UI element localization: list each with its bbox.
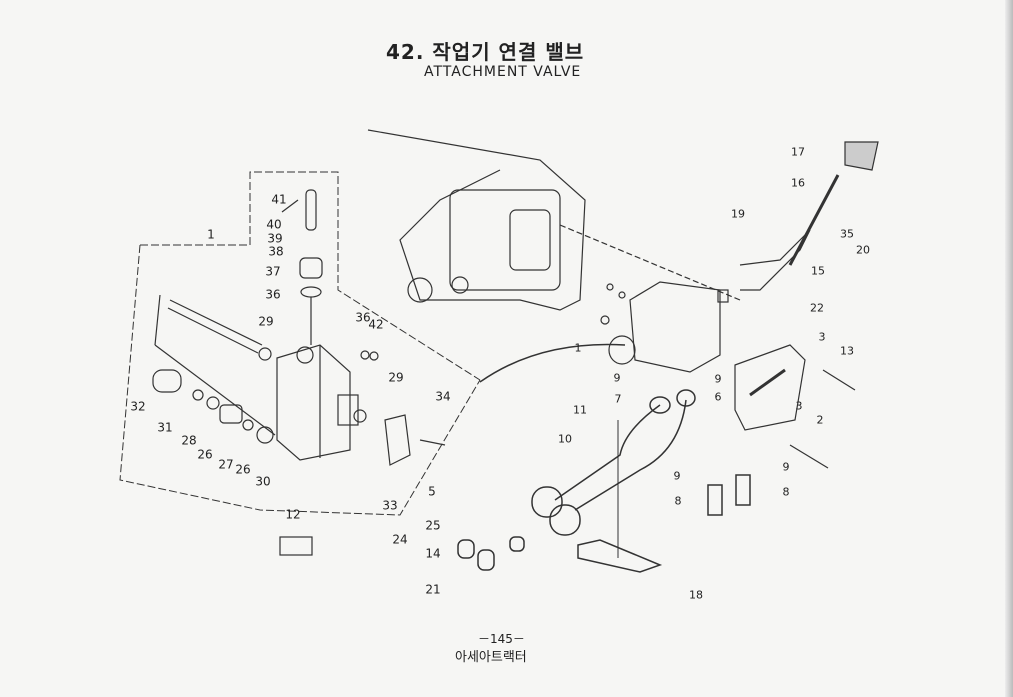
callout-label: 5 <box>428 484 436 499</box>
valve-group-outline <box>119 171 481 516</box>
callout-label: 9 <box>613 371 621 385</box>
spool-parts <box>152 294 446 466</box>
callout-label: 39 <box>267 231 283 246</box>
callout-label: 9 <box>782 460 790 474</box>
callout-label: 25 <box>425 518 441 533</box>
callout-label: 6 <box>714 390 722 404</box>
callout-label: 20 <box>856 243 870 257</box>
transmission-housing <box>367 129 741 311</box>
callout-label: 3 <box>795 399 803 413</box>
callout-label: 7 <box>614 392 622 406</box>
lever-assembly <box>279 141 879 556</box>
callout-label: 15 <box>811 264 825 278</box>
callout-label: 14 <box>425 546 441 561</box>
callout-label: 36 <box>265 287 281 302</box>
callout-label: 16 <box>791 176 805 190</box>
callout-label: 27 <box>218 457 234 472</box>
callout-label: 12 <box>285 507 301 522</box>
callout-label: 10 <box>558 432 572 446</box>
callout-label: 33 <box>382 498 398 513</box>
callout-label: 8 <box>674 494 682 508</box>
callout-label: 8 <box>782 485 790 499</box>
callout-label: 1 <box>207 227 215 242</box>
callout-label: 9 <box>714 372 722 386</box>
callout-label: 34 <box>435 389 451 404</box>
callout-label: 3 <box>818 330 826 344</box>
callout-label: 37 <box>265 264 281 279</box>
callout-label: 21 <box>425 582 441 597</box>
callout-label: 26 <box>197 447 213 462</box>
callout-label: 9 <box>673 469 681 483</box>
callout-label: 31 <box>157 420 173 435</box>
callout-label: 13 <box>840 344 854 358</box>
pipes <box>457 389 751 573</box>
callout-label: 24 <box>392 532 408 547</box>
callout-label: 29 <box>388 370 404 385</box>
callout-label: 41 <box>271 192 287 207</box>
callout-label: 35 <box>840 227 854 241</box>
top-parts-stack <box>281 189 323 345</box>
valve-body-center <box>276 344 359 461</box>
callout-label: 22 <box>810 301 824 315</box>
callout-label: 28 <box>181 433 197 448</box>
callout-label: 42 <box>368 317 384 332</box>
callout-label: 32 <box>130 399 146 414</box>
callout-label: 11 <box>573 403 587 417</box>
main-valve <box>600 281 729 373</box>
callout-label: 2 <box>816 413 824 427</box>
callout-label: 38 <box>268 244 284 259</box>
callout-label: 29 <box>258 314 274 329</box>
callout-label: 18 <box>689 588 703 602</box>
callout-label: 36 <box>355 310 371 325</box>
callout-label: 19 <box>731 207 745 221</box>
callout-label: 17 <box>791 145 805 159</box>
title-korean: 42. 작업기 연결 밸브 <box>386 40 585 64</box>
callout-label: 40 <box>266 217 282 232</box>
callout-label: 26 <box>235 462 251 477</box>
callout-label: 30 <box>255 474 271 489</box>
publisher-name: 아세아트랙터 <box>455 650 527 665</box>
page-edge <box>1005 0 1013 697</box>
title-english: ATTACHMENT VALVE <box>424 64 582 80</box>
page-number: －145－ <box>478 632 525 646</box>
callout-label: 1 <box>574 341 582 355</box>
direction-arrow <box>479 343 626 383</box>
